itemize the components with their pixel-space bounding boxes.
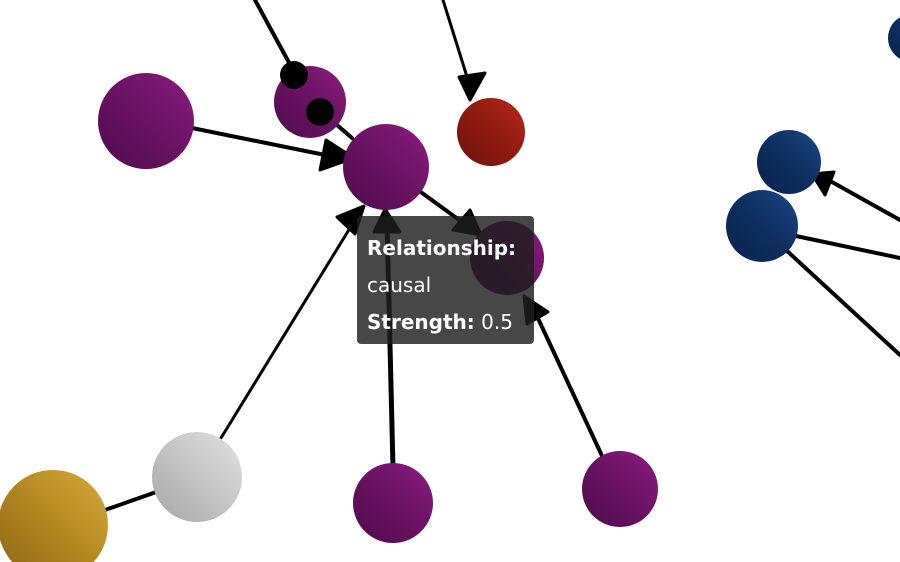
edge-top-to-red-node[interactable] (441, 0, 470, 82)
tooltip-relationship-value-row: causal (367, 267, 524, 304)
node-blue-bottom[interactable] (726, 190, 798, 262)
edge-dot-a (280, 61, 308, 89)
tooltip-strength-label: Strength: (367, 310, 475, 334)
node-purple-bottom[interactable] (353, 463, 433, 543)
nodes (0, 14, 900, 562)
tooltip-relationship-value: causal (367, 273, 432, 297)
edge-dot-b (306, 98, 334, 126)
tooltip-relationship-label: Relationship: (367, 236, 517, 260)
edge-blue-bottom-right[interactable] (794, 234, 900, 260)
node-blue-top[interactable] (757, 130, 821, 194)
node-purple-left[interactable] (98, 73, 194, 169)
edge-bottom-right-purple-to-right-purple[interactable] (534, 312, 605, 460)
edge-right-to-blue-top[interactable] (830, 180, 900, 222)
edges (103, 0, 900, 512)
node-purple-bottom-right[interactable] (582, 451, 658, 527)
tooltip-relationship-row: Relationship: (367, 230, 524, 267)
arrowhead-blue-top (810, 170, 836, 197)
node-red[interactable] (457, 98, 525, 166)
edge-source-dots (280, 61, 334, 126)
tooltip-strength-value: 0.5 (481, 310, 513, 334)
arrowhead-left-to-hub (318, 138, 356, 172)
edge-top-to-node-a[interactable] (253, 0, 295, 72)
edge-tooltip: Relationship: causal Strength: 0.5 (357, 216, 534, 344)
node-purple-hub[interactable] (343, 124, 429, 210)
tooltip-strength-row: Strength: 0.5 (367, 304, 524, 341)
arrowhead-red-node (457, 71, 487, 102)
edge-blue-bottom-down[interactable] (784, 248, 900, 357)
edge-gray-to-hub[interactable] (219, 226, 352, 440)
node-gold[interactable] (0, 470, 108, 562)
edge-left-purple-to-hub[interactable] (190, 126, 332, 158)
node-gray[interactable] (152, 432, 242, 522)
node-blue-top-right[interactable] (888, 14, 900, 62)
